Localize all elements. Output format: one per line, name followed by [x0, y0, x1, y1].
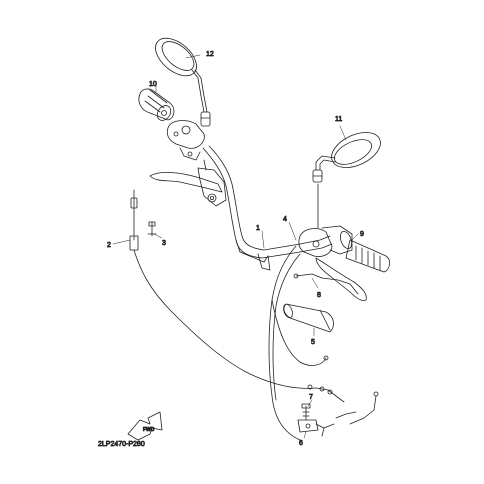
- bolt: [147, 221, 157, 237]
- cable-end-right: [335, 391, 379, 425]
- callout-7: 7: [309, 394, 313, 401]
- callout-4: 4: [283, 216, 287, 223]
- right-switch-assembly: [298, 225, 353, 257]
- callout-labels: 1 2 3 4 5 6 7 8 9 10 11 12: [107, 51, 365, 448]
- right-mirror: [312, 132, 381, 229]
- screw: [301, 403, 311, 421]
- callout-12: 12: [206, 51, 214, 58]
- right-grip: [345, 239, 390, 273]
- fwd-label: FWD: [143, 427, 155, 433]
- callout-3: 3: [162, 240, 166, 247]
- lever-holder: [293, 273, 351, 285]
- handlebar: [202, 145, 333, 271]
- callout-6: 6: [299, 440, 303, 447]
- callout-11: 11: [335, 116, 342, 123]
- callout-1: 1: [256, 225, 260, 232]
- callout-5: 5: [311, 339, 315, 346]
- clutch-cable: [129, 189, 345, 403]
- leader-lines: [112, 54, 359, 439]
- brake-lever: [315, 257, 367, 301]
- clutch-lever: [149, 159, 227, 207]
- left-grip: [138, 88, 175, 121]
- diagram-code: 2LP2470-P280: [98, 441, 145, 448]
- throttle-cable: [268, 245, 329, 441]
- callout-9: 9: [360, 231, 364, 238]
- fwd-arrow-icon: FWD: [127, 411, 163, 441]
- left-mirror: [155, 37, 211, 127]
- callout-10: 10: [149, 81, 157, 88]
- callout-8: 8: [317, 292, 321, 299]
- callout-2: 2: [107, 242, 111, 249]
- left-switch-assembly: [166, 120, 205, 161]
- throttle-grip: [283, 303, 334, 333]
- bracket: [297, 419, 335, 437]
